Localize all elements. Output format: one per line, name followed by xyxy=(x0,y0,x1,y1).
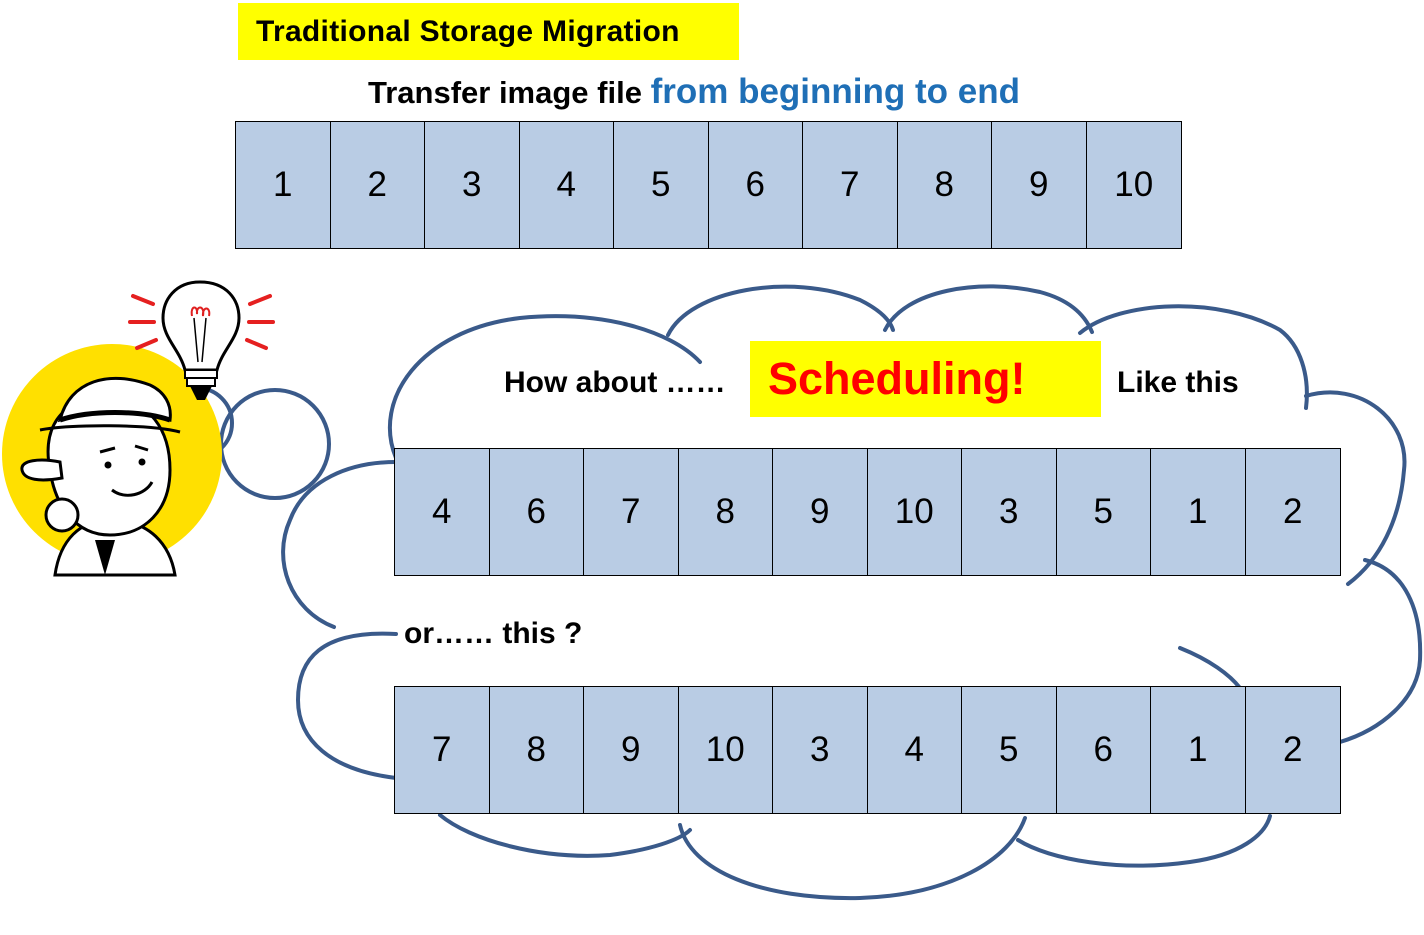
block-cell: 6 xyxy=(708,122,803,248)
block-cell: 3 xyxy=(773,687,868,813)
block-cell: 2 xyxy=(330,122,425,248)
block-cell: 3 xyxy=(425,122,520,248)
subtitle-prefix: Transfer image file xyxy=(368,75,651,110)
scheduling-text: Scheduling! xyxy=(768,353,1026,404)
block-cell: 7 xyxy=(584,449,679,575)
title-text: Traditional Storage Migration xyxy=(256,14,680,48)
light-bulb-icon xyxy=(128,280,275,400)
block-cell: 3 xyxy=(962,449,1057,575)
block-cell: 5 xyxy=(962,687,1057,813)
block-cell: 8 xyxy=(897,122,992,248)
like-this-text: Like this xyxy=(1117,366,1239,399)
or-this-text: or…… this ? xyxy=(404,617,583,650)
block-cell: 1 xyxy=(1151,687,1246,813)
schedule-b-block-row: 7 8 9 10 3 4 5 6 1 2 xyxy=(394,686,1341,814)
block-cell: 4 xyxy=(867,687,962,813)
block-cell: 6 xyxy=(1056,687,1151,813)
block-cell: 2 xyxy=(1245,687,1340,813)
subtitle: Transfer image file from beginning to en… xyxy=(368,72,1020,112)
block-cell: 1 xyxy=(1151,449,1246,575)
block-cell: 7 xyxy=(395,687,490,813)
block-cell: 6 xyxy=(489,449,584,575)
how-about-text: How about …… xyxy=(504,366,726,399)
block-cell: 9 xyxy=(992,122,1087,248)
title-banner: Traditional Storage Migration xyxy=(238,3,739,60)
block-cell: 4 xyxy=(395,449,490,575)
block-cell: 4 xyxy=(519,122,614,248)
scheduling-banner: Scheduling! xyxy=(750,341,1101,417)
block-cell: 8 xyxy=(678,449,773,575)
block-cell: 9 xyxy=(584,687,679,813)
traditional-block-row: 1 2 3 4 5 6 7 8 9 10 xyxy=(235,121,1182,249)
block-cell: 5 xyxy=(614,122,709,248)
block-cell: 5 xyxy=(1056,449,1151,575)
thought-cloud xyxy=(281,284,1423,901)
block-cell: 2 xyxy=(1245,449,1340,575)
schedule-a-block-row: 4 6 7 8 9 10 3 5 1 2 xyxy=(394,448,1341,576)
block-cell: 10 xyxy=(1086,122,1181,248)
thinking-man-icon xyxy=(2,344,222,577)
block-cell: 8 xyxy=(489,687,584,813)
block-cell: 10 xyxy=(867,449,962,575)
block-cell: 9 xyxy=(773,449,868,575)
subtitle-highlight: from beginning to end xyxy=(650,72,1020,111)
block-cell: 1 xyxy=(236,122,331,248)
block-cell: 10 xyxy=(678,687,773,813)
block-cell: 7 xyxy=(803,122,898,248)
